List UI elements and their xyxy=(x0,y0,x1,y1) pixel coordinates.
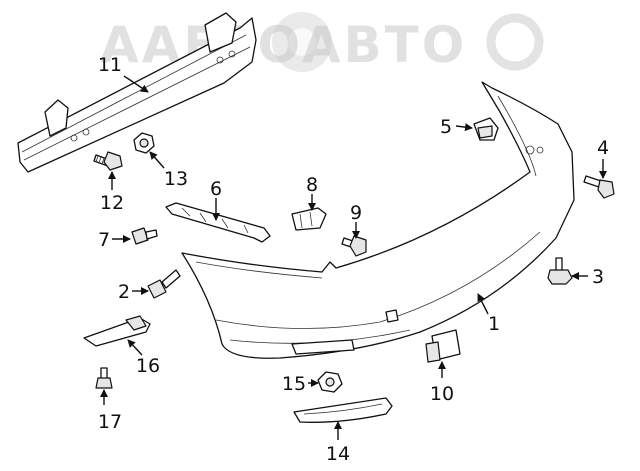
callout-13: 13 xyxy=(164,168,188,190)
callout-6: 6 xyxy=(210,178,222,200)
reinforcement-beam-part xyxy=(17,12,257,173)
callout-1: 1 xyxy=(488,313,500,335)
callout-14: 14 xyxy=(326,443,350,465)
bolt-9-part xyxy=(341,235,367,257)
callout-7: 7 xyxy=(98,229,110,251)
watermark-logo: AAETOABTO xyxy=(100,12,544,74)
callout-3: 3 xyxy=(592,266,604,288)
screw-7-part xyxy=(131,227,158,245)
callout-5: 5 xyxy=(440,116,452,138)
bolt-4-part xyxy=(583,175,615,199)
leader-11 xyxy=(123,75,149,93)
callout-2: 2 xyxy=(118,281,130,303)
watermark-text: AAETOABTO xyxy=(100,16,467,74)
nut-15-part xyxy=(317,371,343,393)
callout-11: 11 xyxy=(98,54,122,76)
callout-16: 16 xyxy=(136,355,160,377)
callout-10: 10 xyxy=(430,383,454,405)
push-pin-5-part xyxy=(473,117,499,141)
leader-16 xyxy=(127,339,143,356)
bracket-10-part xyxy=(425,329,461,363)
nut-13-part xyxy=(133,132,155,154)
bolt-12-part xyxy=(93,151,123,171)
callout-15: 15 xyxy=(282,373,306,395)
fastener-17-part xyxy=(95,367,113,389)
bumper-cover-part xyxy=(181,81,575,359)
leader-13 xyxy=(149,151,165,169)
callout-4: 4 xyxy=(597,137,609,159)
bracket-6-part xyxy=(165,202,271,243)
trim-strip-14-part xyxy=(293,397,393,423)
leader-1 xyxy=(477,293,489,315)
bolt-2-part xyxy=(147,269,181,299)
bolt-3-part xyxy=(547,257,573,285)
callout-12: 12 xyxy=(100,192,124,214)
reflector-16-part xyxy=(83,315,151,347)
clip-8-part xyxy=(291,207,327,231)
leader-5 xyxy=(455,123,473,132)
callout-8: 8 xyxy=(306,174,318,196)
callout-17: 17 xyxy=(98,411,122,433)
callout-9: 9 xyxy=(350,202,362,224)
